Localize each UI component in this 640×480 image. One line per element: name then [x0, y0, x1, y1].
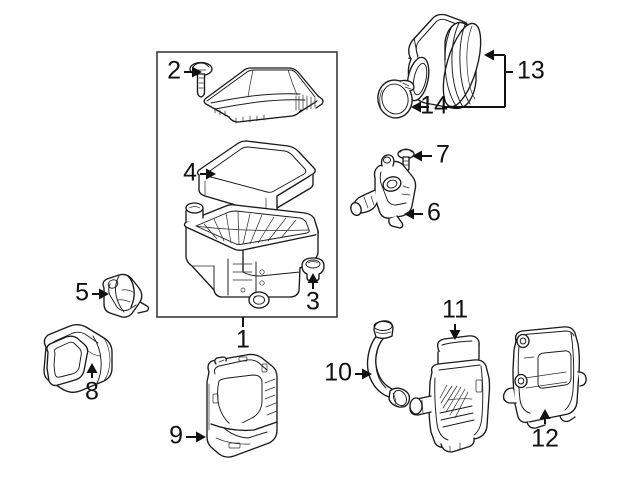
air-cleaner-assembly-group-box	[156, 51, 338, 318]
callout-number-5: 5	[75, 279, 89, 307]
callout-number-1: 1	[236, 326, 250, 354]
callout-number-3: 3	[306, 288, 320, 316]
callout-number-4: 4	[183, 159, 197, 187]
air-cleaner-cover-part	[203, 67, 324, 124]
callout-number-14: 14	[420, 92, 448, 120]
leader-8	[86, 363, 98, 378]
air-cleaner-housing-part	[183, 202, 319, 309]
intake-valve-actuator-part	[350, 154, 417, 229]
mount-grommet-part	[301, 257, 325, 282]
leader-13	[484, 49, 513, 107]
leader-6	[404, 208, 423, 220]
callout-number-9: 9	[169, 422, 183, 450]
callout-number-6: 6	[427, 199, 441, 227]
inlet-air-duct-part	[43, 324, 113, 393]
hose-clamp-part	[377, 79, 415, 119]
leader-14	[411, 101, 505, 113]
leader-11	[449, 324, 461, 340]
callout-number-7: 7	[436, 141, 450, 169]
air-outlet-bellows-duct-part	[406, 13, 482, 110]
breather-hose-part	[366, 320, 411, 408]
leader-12	[539, 409, 551, 424]
leader-5	[92, 288, 109, 300]
callout-number-10: 10	[324, 359, 352, 387]
resonator-cover-part	[502, 326, 587, 429]
resonator-housing-part	[206, 353, 278, 458]
callout-number-13: 13	[517, 57, 545, 85]
leader-10	[355, 368, 372, 380]
leader-3	[307, 273, 319, 289]
leader-7	[412, 150, 432, 162]
leader-2	[184, 66, 202, 78]
resonator-body-part	[409, 335, 491, 453]
leader-9	[186, 431, 206, 443]
callout-number-11: 11	[442, 296, 468, 324]
callout-number-12: 12	[531, 425, 559, 453]
callout-number-2: 2	[167, 57, 181, 85]
leader-4	[200, 168, 216, 180]
callout-number-8: 8	[85, 378, 99, 406]
retainer-clip-part	[102, 273, 150, 318]
